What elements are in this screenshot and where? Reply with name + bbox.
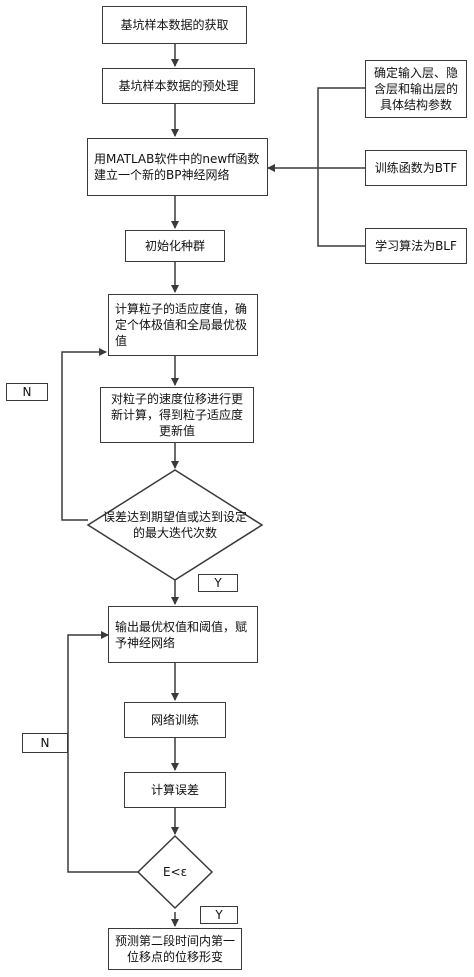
label-n-2: N <box>22 733 68 753</box>
loop-n1 <box>61 348 107 521</box>
decision-diamond-2 <box>136 834 214 910</box>
step-data-acquisition: 基坑样本数据的获取 <box>102 6 247 44</box>
step-init-population: 初始化种群 <box>125 230 225 262</box>
step-output-weights: 输出最优权值和阈值，赋予神经网络 <box>108 606 258 663</box>
label-y-2: Y <box>200 906 238 924</box>
step-compute-fitness: 计算粒子的适应度值，确定个体极值和全局最优极值 <box>108 294 258 356</box>
step-predict-displacement: 预测第二段时间内第一位移点的位移形变 <box>108 928 242 970</box>
decision-error-text: E<ε <box>162 865 188 879</box>
param-train-function: 训练函数为BTF <box>365 150 467 186</box>
step-data-preprocessing: 基坑样本数据的预处理 <box>102 68 255 104</box>
param-learning-algorithm: 学习算法为BLF <box>365 228 467 264</box>
step-build-bp-network: 用MATLAB软件中的newff函数建立一个新的BP神经网络 <box>87 138 268 196</box>
side-connector <box>317 87 365 247</box>
decision-iteration-text: 误差达到期望值或达到设定的最大迭代次数 <box>102 510 247 540</box>
step-network-training: 网络训练 <box>124 702 226 738</box>
loop-n2 <box>67 631 138 873</box>
label-n-1: N <box>6 383 48 401</box>
step-compute-error: 计算误差 <box>124 772 226 808</box>
decision-diamond-1 <box>86 469 264 581</box>
param-network-structure: 确定输入层、隐含层和输出层的具体结构参数 <box>365 60 467 118</box>
label-y-1: Y <box>198 574 238 592</box>
step-update-particles: 对粒子的速度位移进行更新计算，得到粒子适应度更新值 <box>100 387 254 443</box>
